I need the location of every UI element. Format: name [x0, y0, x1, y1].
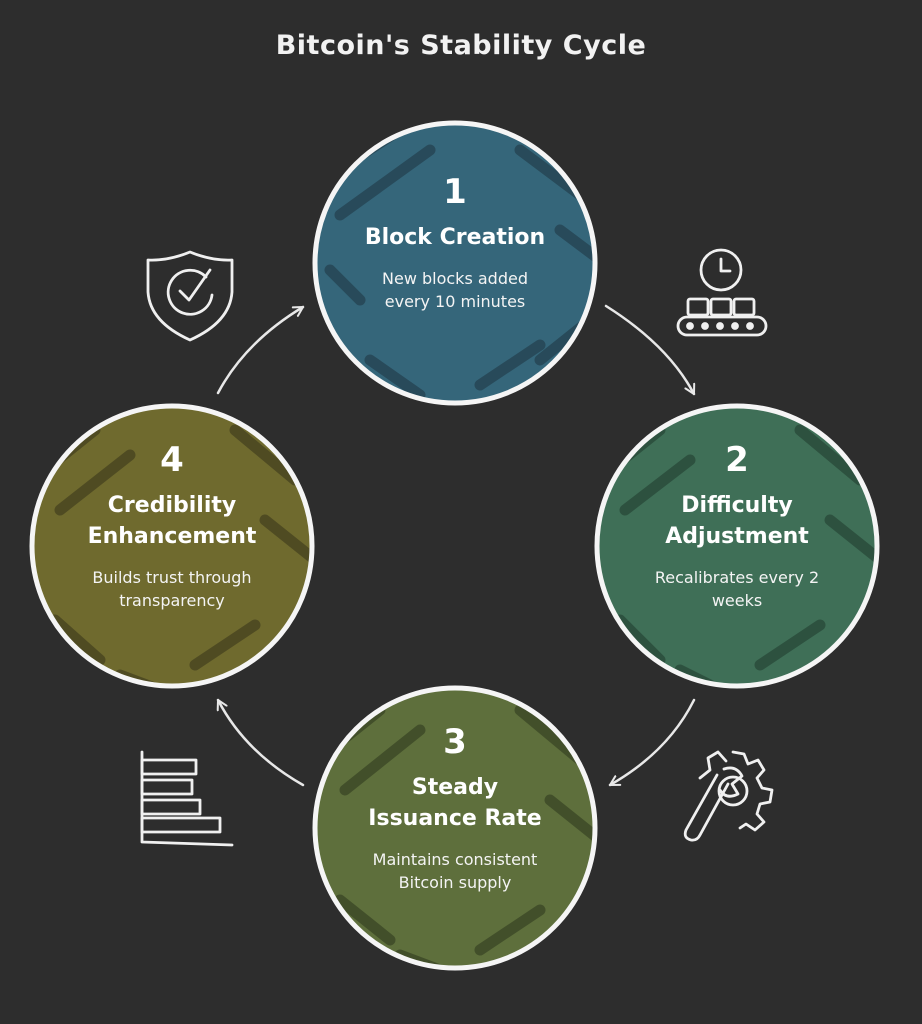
- wrench-gear-icon: [683, 750, 774, 842]
- step-2: 2 Difficulty Adjustment Recalibrates eve…: [617, 440, 857, 612]
- arrow-2-to-3: [608, 698, 696, 787]
- step-3: 3 Steady Issuance Rate Maintains consist…: [335, 722, 575, 894]
- arrow-4-to-1: [216, 305, 305, 395]
- diagram-title: Bitcoin's Stability Cycle: [275, 30, 647, 61]
- step-1-number: 1: [443, 172, 467, 212]
- arrow-3-to-4: [216, 698, 305, 787]
- step-4-heading: Credibility Enhancement: [87, 493, 257, 549]
- step-2-heading: Difficulty Adjustment: [665, 493, 809, 549]
- step-circle-3: [312, 685, 598, 971]
- shield-check-icon: [146, 250, 234, 342]
- step-circle-4: [29, 403, 315, 689]
- step-2-number: 2: [725, 440, 749, 480]
- arrow-1-to-2: [604, 304, 696, 396]
- step-1-description: New blocks added every 10 minutes: [382, 269, 528, 311]
- step-circle-2: [594, 403, 880, 689]
- step-1-heading: Block Creation: [364, 225, 546, 250]
- step-2-description: Recalibrates every 2 weeks: [654, 568, 820, 610]
- step-1: 1 Block Creation New blocks added every …: [335, 172, 575, 313]
- clock-conveyor-icon: [676, 248, 768, 337]
- step-3-description: Maintains consistent Bitcoin supply: [372, 850, 538, 892]
- step-4-number: 4: [160, 440, 184, 480]
- step-4-description: Builds trust through transparency: [92, 568, 252, 610]
- step-4: 4 Credibility Enhancement Builds trust t…: [52, 440, 292, 612]
- step-3-number: 3: [443, 722, 467, 762]
- step-3-heading: Steady Issuance Rate: [368, 775, 542, 831]
- bar-chart-icon: [140, 750, 234, 847]
